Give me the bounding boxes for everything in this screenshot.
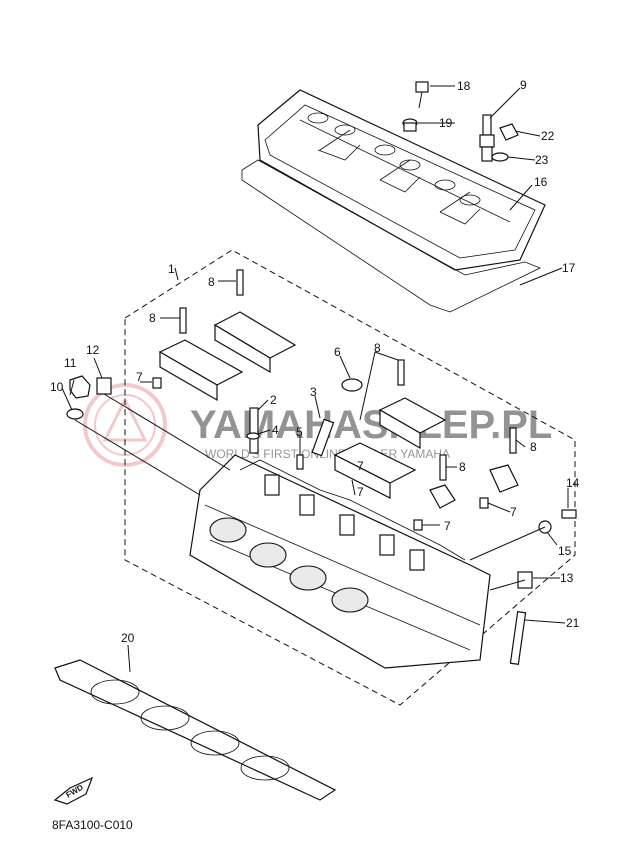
callout-8e: 8 — [459, 460, 466, 474]
callout-10: 10 — [50, 380, 64, 394]
pipe-3 — [311, 418, 335, 457]
bracket-right-a — [429, 484, 456, 509]
reference-code: 8FA3100-C010 — [52, 818, 133, 832]
grommet-19 — [402, 118, 418, 132]
bolt-18 — [415, 81, 429, 109]
watermark-main-text: YAMAHASKLEP.PL — [190, 403, 552, 447]
cylinder-head-cover — [257, 89, 546, 271]
bolt-8c — [397, 359, 405, 386]
sensor-22 — [499, 123, 519, 141]
pin-5 — [296, 454, 304, 470]
callout-13: 13 — [560, 571, 574, 585]
callout-23: 23 — [535, 153, 549, 167]
callout-12: 12 — [86, 343, 100, 357]
callout-18: 18 — [457, 79, 471, 93]
callout-16: 16 — [534, 175, 548, 189]
callout-19: 19 — [439, 116, 453, 130]
bracket-right-b — [489, 464, 519, 493]
bolt-21 — [509, 611, 527, 665]
plug-6 — [341, 378, 363, 392]
dowel-7e — [413, 519, 423, 531]
bolt-8d — [509, 427, 517, 454]
cylinder-head — [189, 454, 491, 669]
callout-7c: 7 — [357, 485, 364, 499]
callout-6: 6 — [334, 345, 341, 359]
callout-22: 22 — [541, 129, 555, 143]
camshaft-cap-upper-left — [213, 311, 297, 374]
callout-1: 1 — [168, 262, 175, 276]
callout-17: 17 — [562, 261, 576, 275]
callout-3: 3 — [310, 385, 317, 399]
callout-11: 11 — [64, 356, 77, 370]
camshaft-cap-lower-right — [333, 442, 417, 499]
callout-21: 21 — [566, 616, 580, 630]
camshaft-cap-lower-left — [158, 339, 244, 402]
bolt-8e — [439, 454, 447, 481]
camshaft-cap-upper-right — [378, 397, 447, 450]
callouts: 1 2 3 4 5 6 7 7 7 7 7 8 8 8 8 8 9 10 11 … — [50, 78, 580, 645]
o-ring-23 — [491, 152, 509, 162]
callout-8b: 8 — [149, 311, 156, 325]
bolt-8a — [236, 269, 244, 296]
bolt-14 — [561, 509, 577, 519]
stud-2 — [249, 407, 259, 454]
leader-lines — [61, 85, 569, 673]
callout-7e: 7 — [444, 519, 451, 533]
bolt-8b — [179, 307, 187, 334]
callout-14: 14 — [566, 476, 580, 490]
spark-plug-9 — [479, 114, 495, 162]
assembly-boundary — [124, 249, 576, 706]
callout-5: 5 — [296, 425, 303, 439]
callout-7b: 7 — [357, 459, 364, 473]
cylinder-head-gasket — [54, 659, 337, 801]
callout-2: 2 — [270, 393, 277, 407]
callout-9: 9 — [520, 78, 527, 92]
dowel-7a — [152, 377, 162, 389]
callout-15: 15 — [558, 544, 572, 558]
nut-11 — [69, 375, 91, 399]
collar-12 — [96, 377, 112, 395]
callout-4: 4 — [272, 423, 279, 437]
dowel-7d — [479, 497, 489, 509]
callout-7d: 7 — [510, 505, 517, 519]
callout-20: 20 — [121, 631, 135, 645]
washer-10 — [66, 408, 84, 420]
fwd-arrow-icon: FWD — [53, 776, 94, 805]
washer-4 — [246, 432, 260, 440]
callout-8d: 8 — [530, 440, 537, 454]
callout-7a: 7 — [136, 370, 143, 384]
callout-8c: 8 — [374, 341, 381, 355]
callout-8a: 8 — [208, 275, 215, 289]
cover-gasket — [241, 159, 541, 313]
